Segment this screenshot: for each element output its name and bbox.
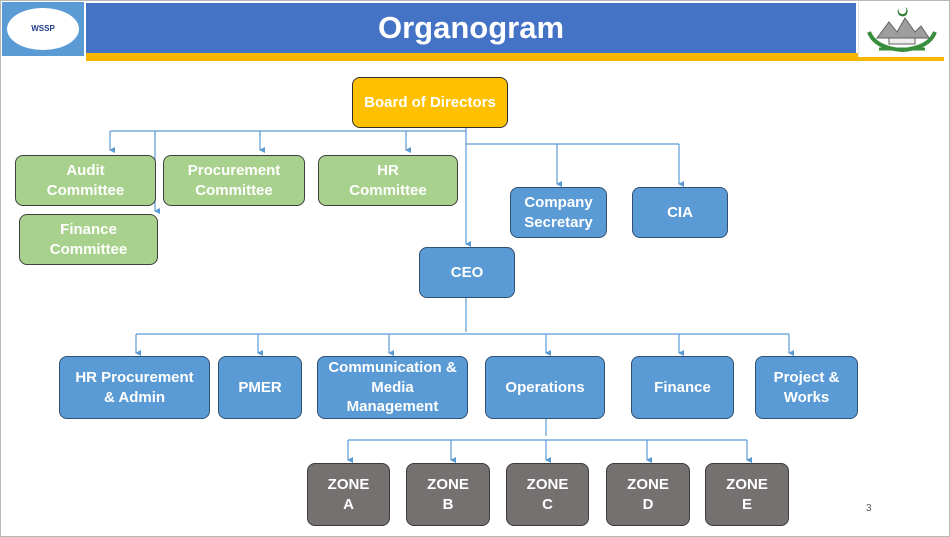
hr-procurement-admin-box: HR Procurement & Admin <box>59 356 210 419</box>
zone-e-box: ZONE E <box>705 463 789 526</box>
finance-box: Finance <box>631 356 734 419</box>
hr-committee-box: HR Committee <box>318 155 458 206</box>
communication-media-box: Communication & Media Management <box>317 356 468 419</box>
operations-box: Operations <box>485 356 605 419</box>
header-strip <box>86 53 944 61</box>
finance-committee-box: Finance Committee <box>19 214 158 265</box>
audit-committee-box: Audit Committee <box>15 155 156 206</box>
pmer-box: PMER <box>218 356 302 419</box>
wssp-logo: WSSP <box>2 2 84 56</box>
zone-c-box: ZONE C <box>506 463 589 526</box>
emblem-icon <box>867 7 937 53</box>
zone-d-box: ZONE D <box>606 463 690 526</box>
zone-a-box: ZONE A <box>307 463 390 526</box>
cia-box: CIA <box>632 187 728 238</box>
company-secretary-box: Company Secretary <box>510 187 607 238</box>
page-title: Organogram <box>377 10 565 45</box>
wssp-logo-text: WSSP <box>31 24 55 33</box>
procurement-committee-box: Procurement Committee <box>163 155 305 206</box>
ceo-box: CEO <box>419 247 515 298</box>
wssp-logo-oval <box>7 8 79 50</box>
project-works-box: Project & Works <box>755 356 858 419</box>
zone-b-box: ZONE B <box>406 463 490 526</box>
board-of-directors-box: Board of Directors <box>352 77 508 128</box>
page-number: 3 <box>866 503 872 514</box>
header-bar <box>86 3 856 53</box>
government-emblem <box>858 2 945 57</box>
